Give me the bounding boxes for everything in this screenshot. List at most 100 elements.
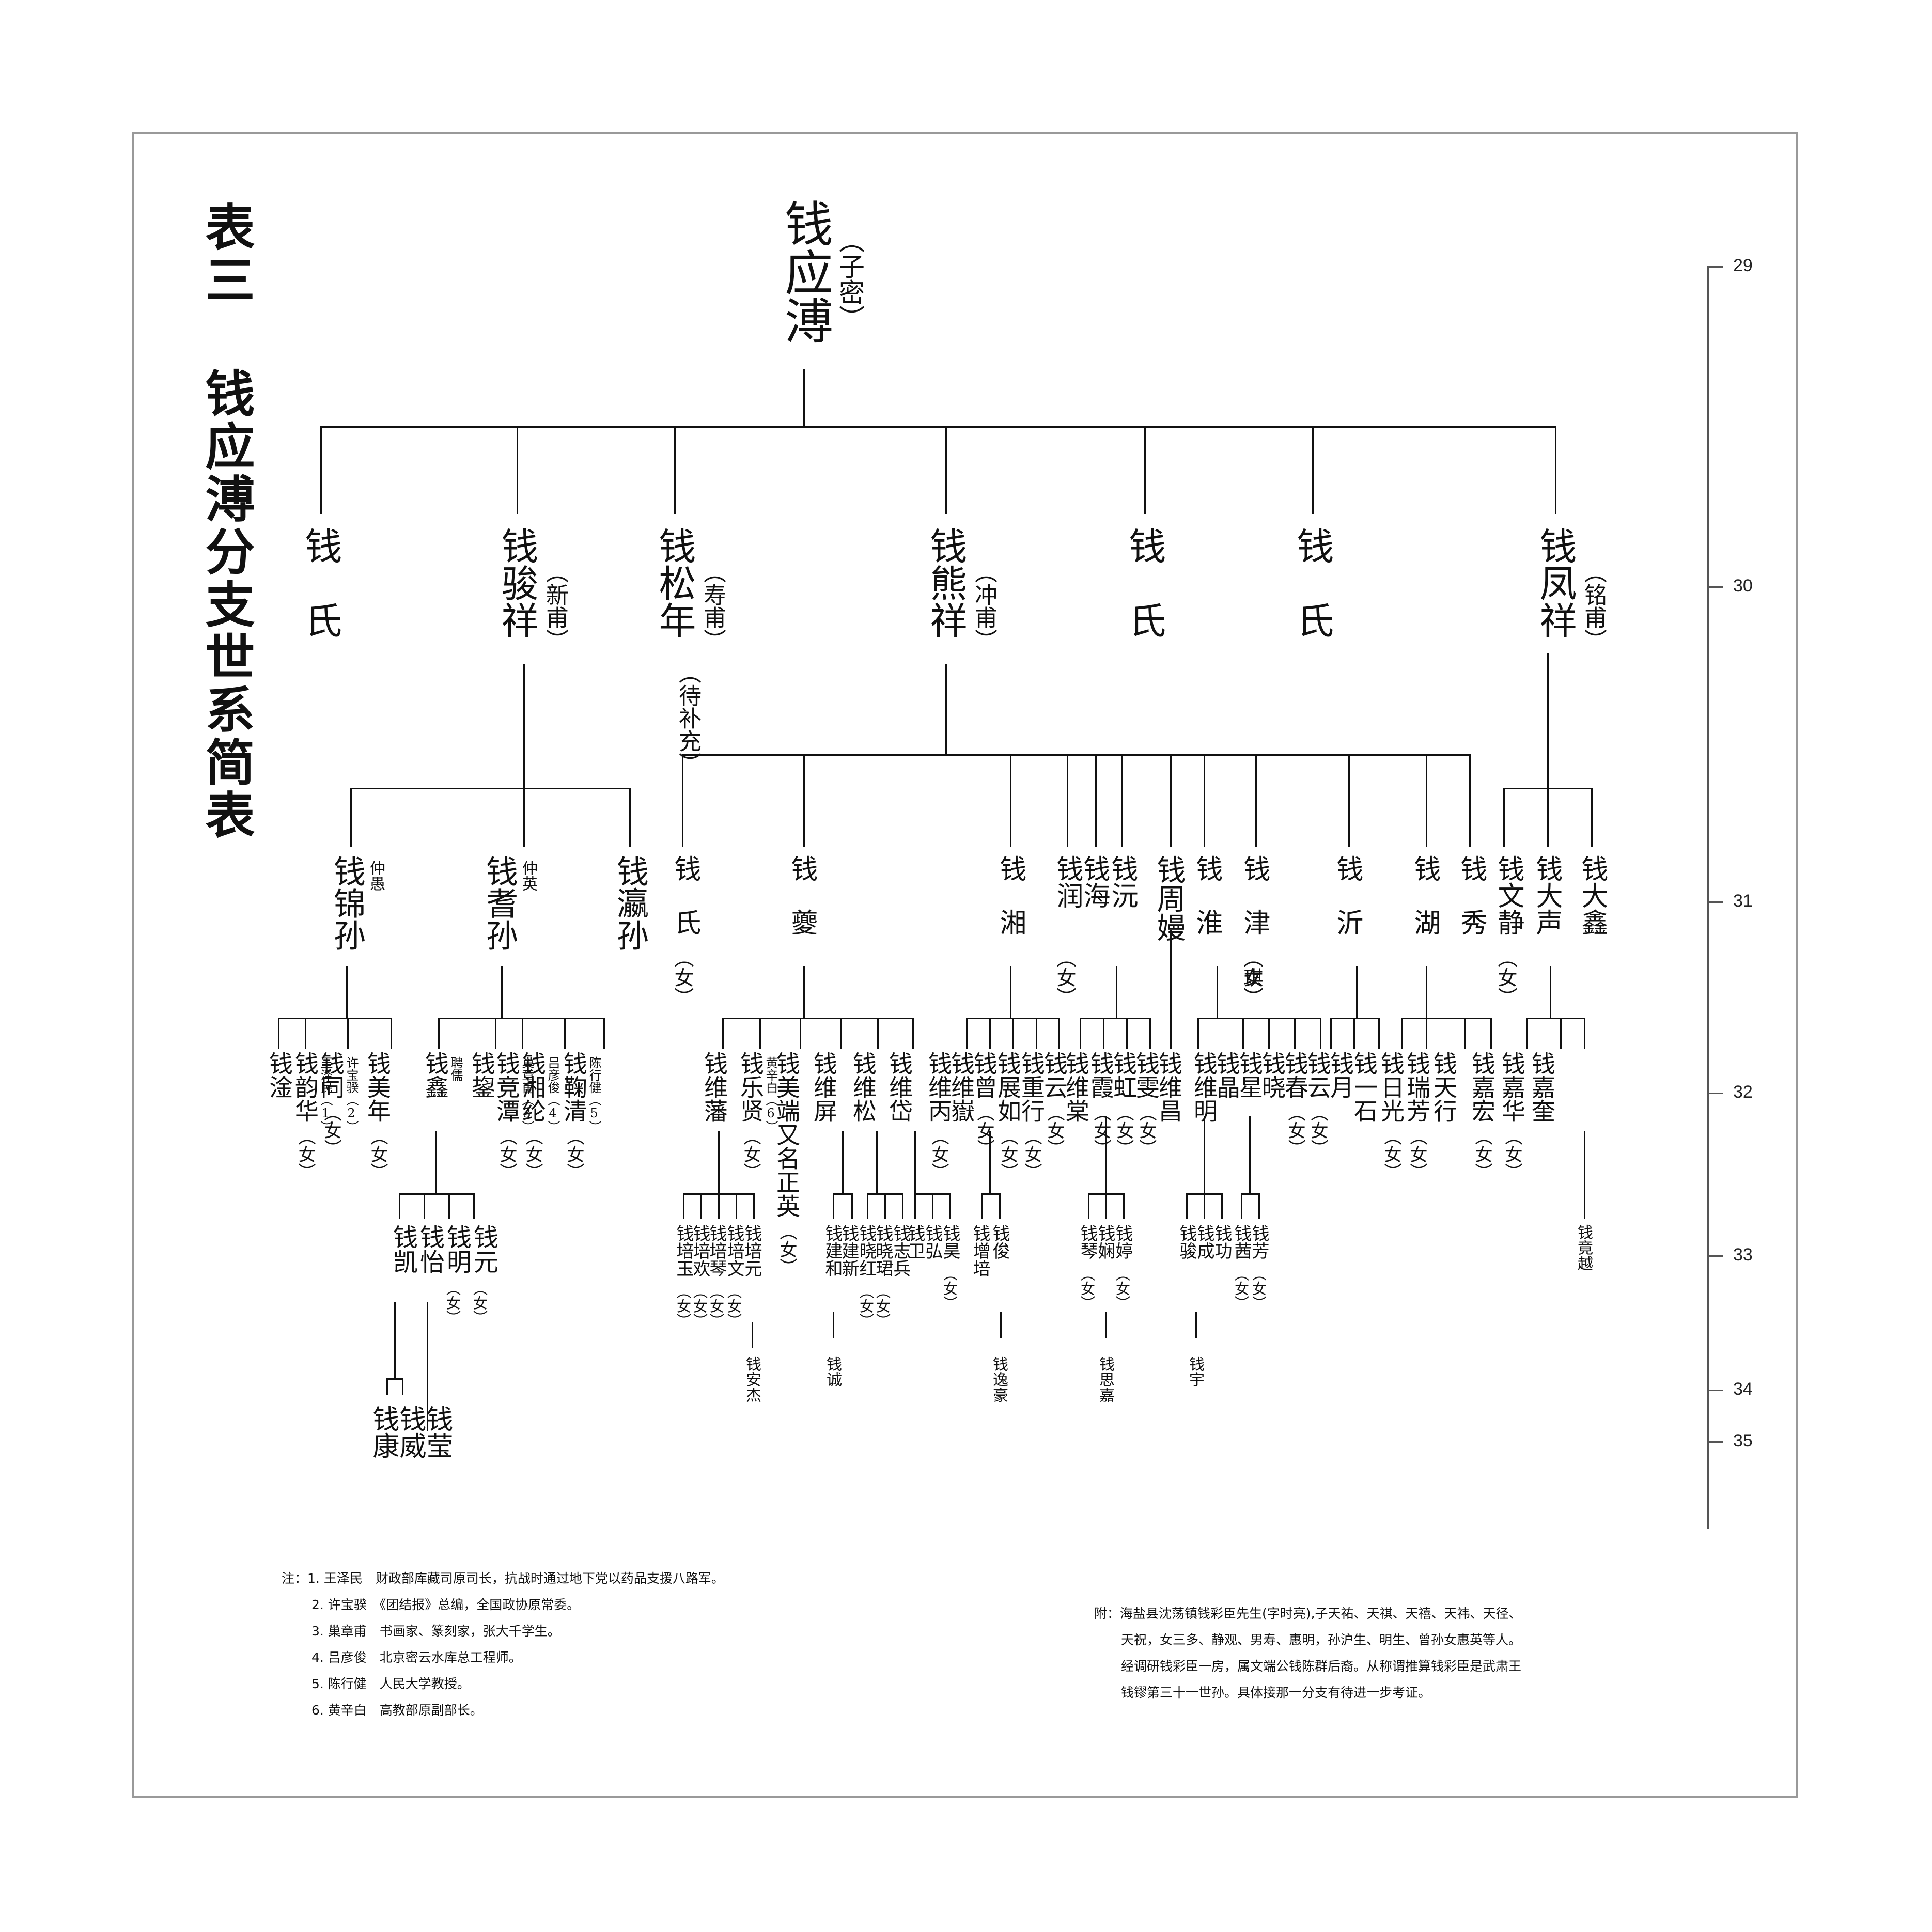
connector-line bbox=[932, 1193, 933, 1219]
gen33-member-13: 钱晓珺 bbox=[872, 1224, 893, 1277]
gen31-member-17: 钱大声 bbox=[1531, 855, 1562, 936]
connector-line bbox=[1490, 1018, 1492, 1049]
connector-line bbox=[305, 1018, 306, 1049]
gen33-note: （女） bbox=[444, 1281, 461, 1325]
connector-line bbox=[1469, 754, 1471, 847]
connector-line bbox=[1255, 754, 1257, 847]
connector-line bbox=[350, 788, 631, 789]
connector-line bbox=[1197, 1018, 1199, 1049]
gen30-member-4: 钱熊祥 bbox=[924, 527, 967, 638]
connector-line bbox=[1217, 966, 1218, 1018]
gen30-member-5: 钱 氏 bbox=[1123, 527, 1166, 638]
gen30-member-1: 钱 氏 bbox=[299, 527, 342, 638]
connector-line bbox=[949, 1193, 951, 1219]
root-courtesy-name: （子密） bbox=[835, 227, 865, 331]
connector-line bbox=[759, 1018, 761, 1049]
gen32-note: （女） bbox=[321, 1104, 341, 1157]
gen31-member-14: 钱 湖 bbox=[1409, 855, 1440, 936]
gen33-member-22: 钱婷 bbox=[1112, 1224, 1133, 1259]
gen33-member-1: 钱凯 bbox=[388, 1224, 417, 1274]
ruler-tick bbox=[1707, 1093, 1723, 1094]
connector-line bbox=[1464, 1018, 1466, 1049]
gen31-note: （女） bbox=[671, 948, 694, 1007]
connector-line bbox=[517, 426, 518, 514]
connector-line bbox=[1010, 754, 1011, 847]
gen34-member-4: 钱安杰 bbox=[743, 1356, 761, 1403]
connector-line bbox=[427, 1302, 428, 1431]
gen34-member-1: 钱康 bbox=[368, 1405, 399, 1459]
connector-line bbox=[603, 1018, 605, 1049]
connector-line bbox=[842, 1131, 844, 1193]
connector-line bbox=[981, 1193, 983, 1219]
connector-line bbox=[1330, 1018, 1380, 1019]
note-item: 2. 许宝骙 《团结报》总编，全国政协原常委。 bbox=[311, 1597, 580, 1612]
connector-line bbox=[674, 426, 676, 514]
connector-line bbox=[629, 788, 631, 847]
connector-line bbox=[851, 1193, 853, 1219]
connector-line bbox=[438, 1018, 440, 1049]
connector-line bbox=[1584, 1018, 1585, 1049]
connector-line bbox=[1312, 426, 1314, 514]
connector-line bbox=[320, 426, 322, 514]
connector-line bbox=[399, 1193, 475, 1195]
connector-line bbox=[803, 966, 805, 1018]
ruler-label: 30 bbox=[1733, 576, 1753, 596]
gen32-member-1: 钱淦 bbox=[266, 1051, 293, 1099]
connector-line bbox=[736, 1193, 737, 1219]
ruler-label: 31 bbox=[1733, 891, 1753, 911]
note-item: 1. 王泽民 财政部库藏司原司长，抗战时通过地下党以药品支援八路军。 bbox=[307, 1571, 724, 1586]
connector-line bbox=[501, 966, 503, 1018]
gen32-note: （女） bbox=[1407, 1128, 1427, 1180]
ruler-axis bbox=[1707, 266, 1709, 1529]
gen33-member-23: 钱骏 bbox=[1176, 1224, 1197, 1259]
connector-line bbox=[800, 1018, 801, 1049]
gen32-member-37: 钱天行 bbox=[1430, 1051, 1458, 1123]
connector-line bbox=[1330, 1018, 1332, 1049]
gen33-member-9: 钱培元 bbox=[741, 1224, 762, 1277]
note-item: 3. 巢章甫 书画家、篆刻家，张大千学生。 bbox=[311, 1624, 560, 1639]
gen34-member-7: 钱思嘉 bbox=[1096, 1356, 1114, 1403]
connector-line bbox=[1000, 1312, 1002, 1338]
connector-line bbox=[1547, 653, 1549, 788]
notes-line-6: 6. 黄辛白 高教部原副部长。 bbox=[282, 1697, 724, 1723]
gen34-member-3: 钱莹 bbox=[422, 1405, 453, 1459]
connector-line bbox=[1320, 1018, 1321, 1049]
gen32-note: （女） bbox=[1502, 1128, 1522, 1180]
connector-line bbox=[1268, 1018, 1270, 1049]
ruler-tick bbox=[1707, 1390, 1723, 1391]
connector-line bbox=[1401, 1018, 1492, 1019]
connector-line bbox=[945, 426, 947, 514]
gen33-member-24: 钱成 bbox=[1194, 1224, 1214, 1259]
gen33-member-4: 钱元 bbox=[469, 1224, 498, 1274]
appendix: 附：海盐县沈荡镇钱彩臣先生(字时亮),子天祐、天祺、天禧、天祎、天径、 天祝，女… bbox=[1094, 1600, 1521, 1706]
gen33-note: （女） bbox=[874, 1284, 891, 1328]
gen32-note: 陈行健（5） bbox=[587, 1056, 601, 1133]
connector-line bbox=[1560, 1018, 1562, 1049]
gen32-member-30: 钱晓 bbox=[1258, 1051, 1286, 1099]
connector-line bbox=[1012, 1018, 1014, 1049]
connector-line bbox=[867, 1193, 868, 1219]
connector-line bbox=[435, 1131, 437, 1193]
gen33-member-27: 钱芳 bbox=[1249, 1224, 1269, 1259]
gen31-member-7: 钱润 bbox=[1052, 855, 1083, 909]
connector-line bbox=[1294, 1018, 1296, 1049]
connector-line bbox=[1584, 1131, 1585, 1219]
gen32-member-26: 钱维昌 bbox=[1155, 1051, 1183, 1123]
appendix-text: 海盐县沈荡镇钱彩臣先生(字时亮),子天祐、天祺、天禧、天祎、天径、 bbox=[1120, 1606, 1522, 1621]
gen32-note: 吕彦俊（4） bbox=[546, 1056, 560, 1133]
connector-line bbox=[752, 1322, 753, 1348]
connector-line bbox=[722, 1018, 724, 1049]
gen33-member-26: 钱茜 bbox=[1231, 1224, 1252, 1259]
connector-line bbox=[1105, 1116, 1107, 1193]
gen32-member-39: 钱嘉华 bbox=[1498, 1051, 1526, 1123]
connector-line bbox=[1503, 788, 1505, 847]
gen32-member-9: 钱鞠清 bbox=[560, 1051, 588, 1123]
root-name: 钱应溥 bbox=[776, 199, 833, 345]
gen33-member-17: 钱昊 bbox=[940, 1224, 960, 1259]
gen31-note: （女） bbox=[1053, 948, 1076, 1007]
connector-line bbox=[473, 1193, 475, 1219]
gen30-member-7: 钱凤祥 bbox=[1533, 527, 1577, 638]
gen33-member-3: 钱明 bbox=[442, 1224, 471, 1274]
gen32-member-40: 钱嘉奎 bbox=[1528, 1051, 1556, 1123]
connector-line bbox=[1526, 1018, 1585, 1019]
